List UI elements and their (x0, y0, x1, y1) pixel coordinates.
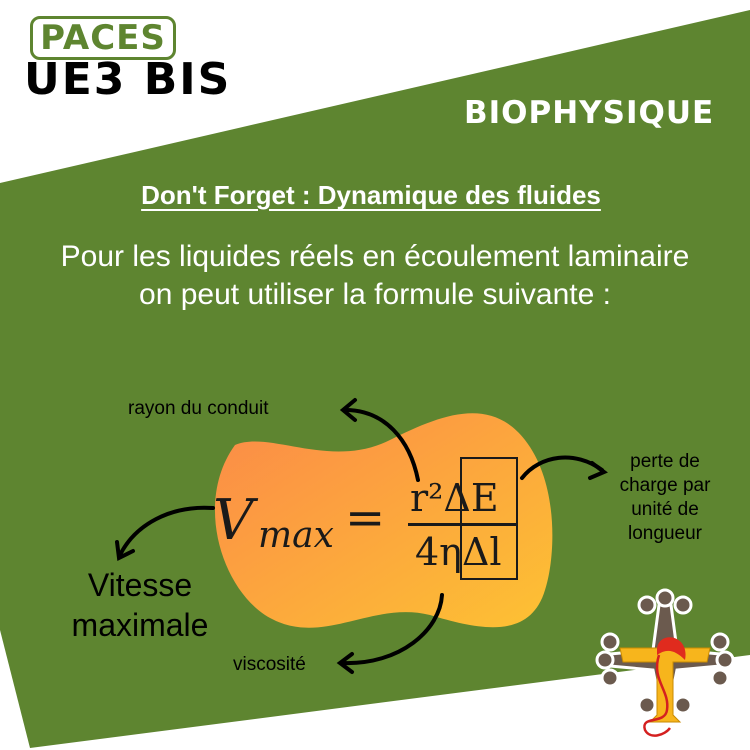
label-velocity: Vitesse maximale (71, 567, 209, 643)
page-title-text: Don't Forget : Dynamique des fluides (141, 180, 601, 210)
orange-blob (214, 413, 553, 628)
label-viscosity: viscosité (233, 654, 306, 675)
arrow-vitesse (118, 505, 215, 557)
arrow-visco (341, 593, 444, 666)
green-panel (0, 10, 750, 748)
logo-cross (595, 588, 735, 737)
highlight-box (460, 457, 518, 580)
formula-subscript: max (258, 515, 334, 556)
label-pressure-loss: perte de charge par unité de longueur (619, 451, 711, 544)
formula-equals: = (345, 490, 386, 546)
paces-label: PACES (40, 18, 166, 58)
course-code: UE3 BIS (24, 54, 232, 105)
subject-title: BIOPHYSIQUE (464, 95, 715, 131)
intro-text: Pour les liquides réels en écoulement la… (60, 240, 690, 311)
paces-badge: PACES (30, 16, 176, 60)
formula-v: V (213, 488, 254, 553)
fraction-bar (408, 523, 518, 526)
page-title: Don't Forget : Dynamique des fluides (0, 180, 750, 211)
formula-numerator: r²ΔE (410, 476, 499, 520)
formula-denominator: 4ηΔl (415, 530, 502, 574)
label-radius: rayon du conduit (128, 398, 269, 419)
arrow-rayon (343, 408, 420, 482)
arrows (115, 398, 608, 674)
